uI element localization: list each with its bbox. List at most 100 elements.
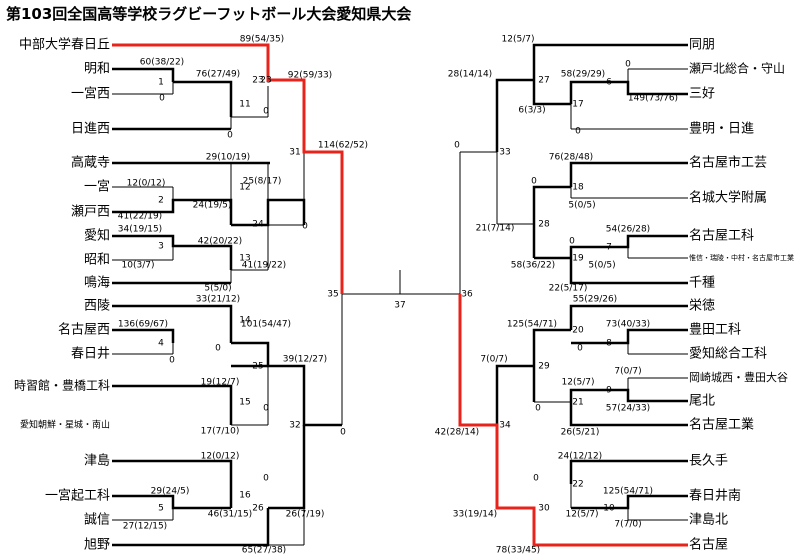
team-name-right: 尾北 xyxy=(689,394,715,409)
winner-path xyxy=(569,304,688,330)
game-number: 3 xyxy=(158,242,164,252)
winner-path xyxy=(495,78,534,152)
team-name-left: 瀬戸西 xyxy=(71,205,110,220)
winner-path xyxy=(231,341,342,427)
score-label: 0 xyxy=(577,344,583,354)
team-name-right: 三好 xyxy=(689,87,715,102)
team-name-right: 長久手 xyxy=(689,454,728,469)
game-number: 24 xyxy=(252,220,264,230)
score-label: 0 xyxy=(625,60,631,70)
winner-path xyxy=(112,234,233,270)
team-name-right: 名古屋工業 xyxy=(689,417,754,433)
score-label: 0 xyxy=(535,404,541,414)
game-number: 21 xyxy=(572,398,583,408)
game-number: 26 xyxy=(252,504,264,514)
score-label: 22(5/17) xyxy=(549,284,588,294)
bracket-lines-winner xyxy=(112,43,688,547)
team-name-left: 一宮起工科 xyxy=(45,488,110,504)
bracket-labels: 中部大学春日丘明和一宮西日進西高蔵寺一宮瀬戸西愛知昭和鳴海西陵名古屋西春日井時習… xyxy=(14,35,794,556)
team-name-left: 一宮 xyxy=(84,179,110,195)
game-number: 5 xyxy=(158,504,164,514)
game-number: 28 xyxy=(538,220,550,230)
score-label: 41(22/19) xyxy=(118,212,162,222)
score-label: 41(19/22) xyxy=(242,261,286,271)
score-label: 5(5/0) xyxy=(204,284,231,294)
score-label: 0 xyxy=(263,404,269,414)
winner-path xyxy=(112,508,270,547)
score-label: 57(24/33) xyxy=(606,404,650,414)
score-label: 54(26/28) xyxy=(606,225,650,235)
score-label: 0 xyxy=(340,428,346,438)
score-label: 39(12/27) xyxy=(283,355,327,365)
score-label: 0 xyxy=(533,474,539,484)
highlight-path-left xyxy=(112,43,344,294)
team-name-right: 津島北 xyxy=(689,513,728,528)
team-name-right: 同朋 xyxy=(689,38,715,53)
score-label: 0 xyxy=(263,474,269,484)
game-number: 13 xyxy=(239,254,250,264)
score-label: 0 xyxy=(531,177,537,187)
game-number: 36 xyxy=(461,290,473,300)
score-label: 136(69/67) xyxy=(118,320,168,330)
game-number: 29 xyxy=(538,362,550,372)
score-label: 0 xyxy=(302,222,308,232)
game-number: 18 xyxy=(572,183,584,193)
score-label: 101(54/47) xyxy=(241,320,291,330)
game-number: 17 xyxy=(572,100,583,110)
score-label: 0 xyxy=(569,237,575,247)
score-label: 125(54/71) xyxy=(507,320,557,330)
winner-path xyxy=(569,80,688,104)
score-label: 10(3/7) xyxy=(122,261,155,271)
team-name-right: 瀬戸北総合・守山 xyxy=(689,61,785,76)
winner-path xyxy=(112,384,233,425)
game-number: 10 xyxy=(603,504,615,514)
team-name-left: 中部大学春日丘 xyxy=(19,37,110,53)
game-number: 1 xyxy=(158,78,164,88)
team-name-left: 明和 xyxy=(84,62,110,77)
team-name-left: 日進西 xyxy=(71,122,110,137)
score-label: 5(0/5) xyxy=(568,201,595,211)
winner-path xyxy=(173,80,233,117)
game-number: 12 xyxy=(239,183,250,193)
score-label: 0 xyxy=(575,127,581,137)
score-label: 149(73/76) xyxy=(628,94,678,104)
game-number: 16 xyxy=(239,491,251,501)
score-label: 19(12/7) xyxy=(201,378,240,388)
game-number: 2 xyxy=(158,196,164,206)
score-label: 12(0/12) xyxy=(201,452,240,462)
game-number: 22 xyxy=(572,480,583,490)
score-label: 24(19/5) xyxy=(193,201,232,211)
score-label: 0 xyxy=(169,356,175,366)
winner-path xyxy=(571,328,688,345)
game-number: 32 xyxy=(289,421,300,431)
game-number: 31 xyxy=(289,148,300,158)
game-number: 7 xyxy=(606,243,612,253)
game-number: 27 xyxy=(538,76,549,86)
game-number: 25 xyxy=(252,362,263,372)
game-number: 9 xyxy=(606,386,612,396)
game-number: 4 xyxy=(158,339,164,349)
score-label: 60(38/22) xyxy=(140,58,184,68)
score-label: 0 xyxy=(263,107,269,117)
score-label: 55(29/26) xyxy=(573,295,617,305)
game-number: 23 xyxy=(252,76,263,86)
game-number: 11 xyxy=(239,100,250,110)
score-label: 89(54/35) xyxy=(240,35,284,45)
score-label: 7(7/0) xyxy=(614,520,641,530)
game-number: 19 xyxy=(572,254,584,264)
team-name-left: 高蔵寺 xyxy=(71,155,110,171)
game-number: 35 xyxy=(327,290,338,300)
score-label: 26(7/19) xyxy=(286,510,325,520)
score-label: 114(62/52) xyxy=(318,141,368,151)
game-number: 14 xyxy=(239,316,251,326)
team-name-right: 名古屋 xyxy=(689,537,728,553)
score-label: 33(19/14) xyxy=(453,510,497,520)
team-name-left: 一宮西 xyxy=(71,86,110,102)
highlight-path-right xyxy=(458,294,688,547)
winner-path xyxy=(569,234,688,258)
winner-path xyxy=(112,328,175,343)
team-name-right: 名城大学附属 xyxy=(689,190,767,206)
team-name-left: 愛知朝鮮・星城・南山 xyxy=(20,419,110,431)
team-name-left: 旭野 xyxy=(84,538,110,553)
